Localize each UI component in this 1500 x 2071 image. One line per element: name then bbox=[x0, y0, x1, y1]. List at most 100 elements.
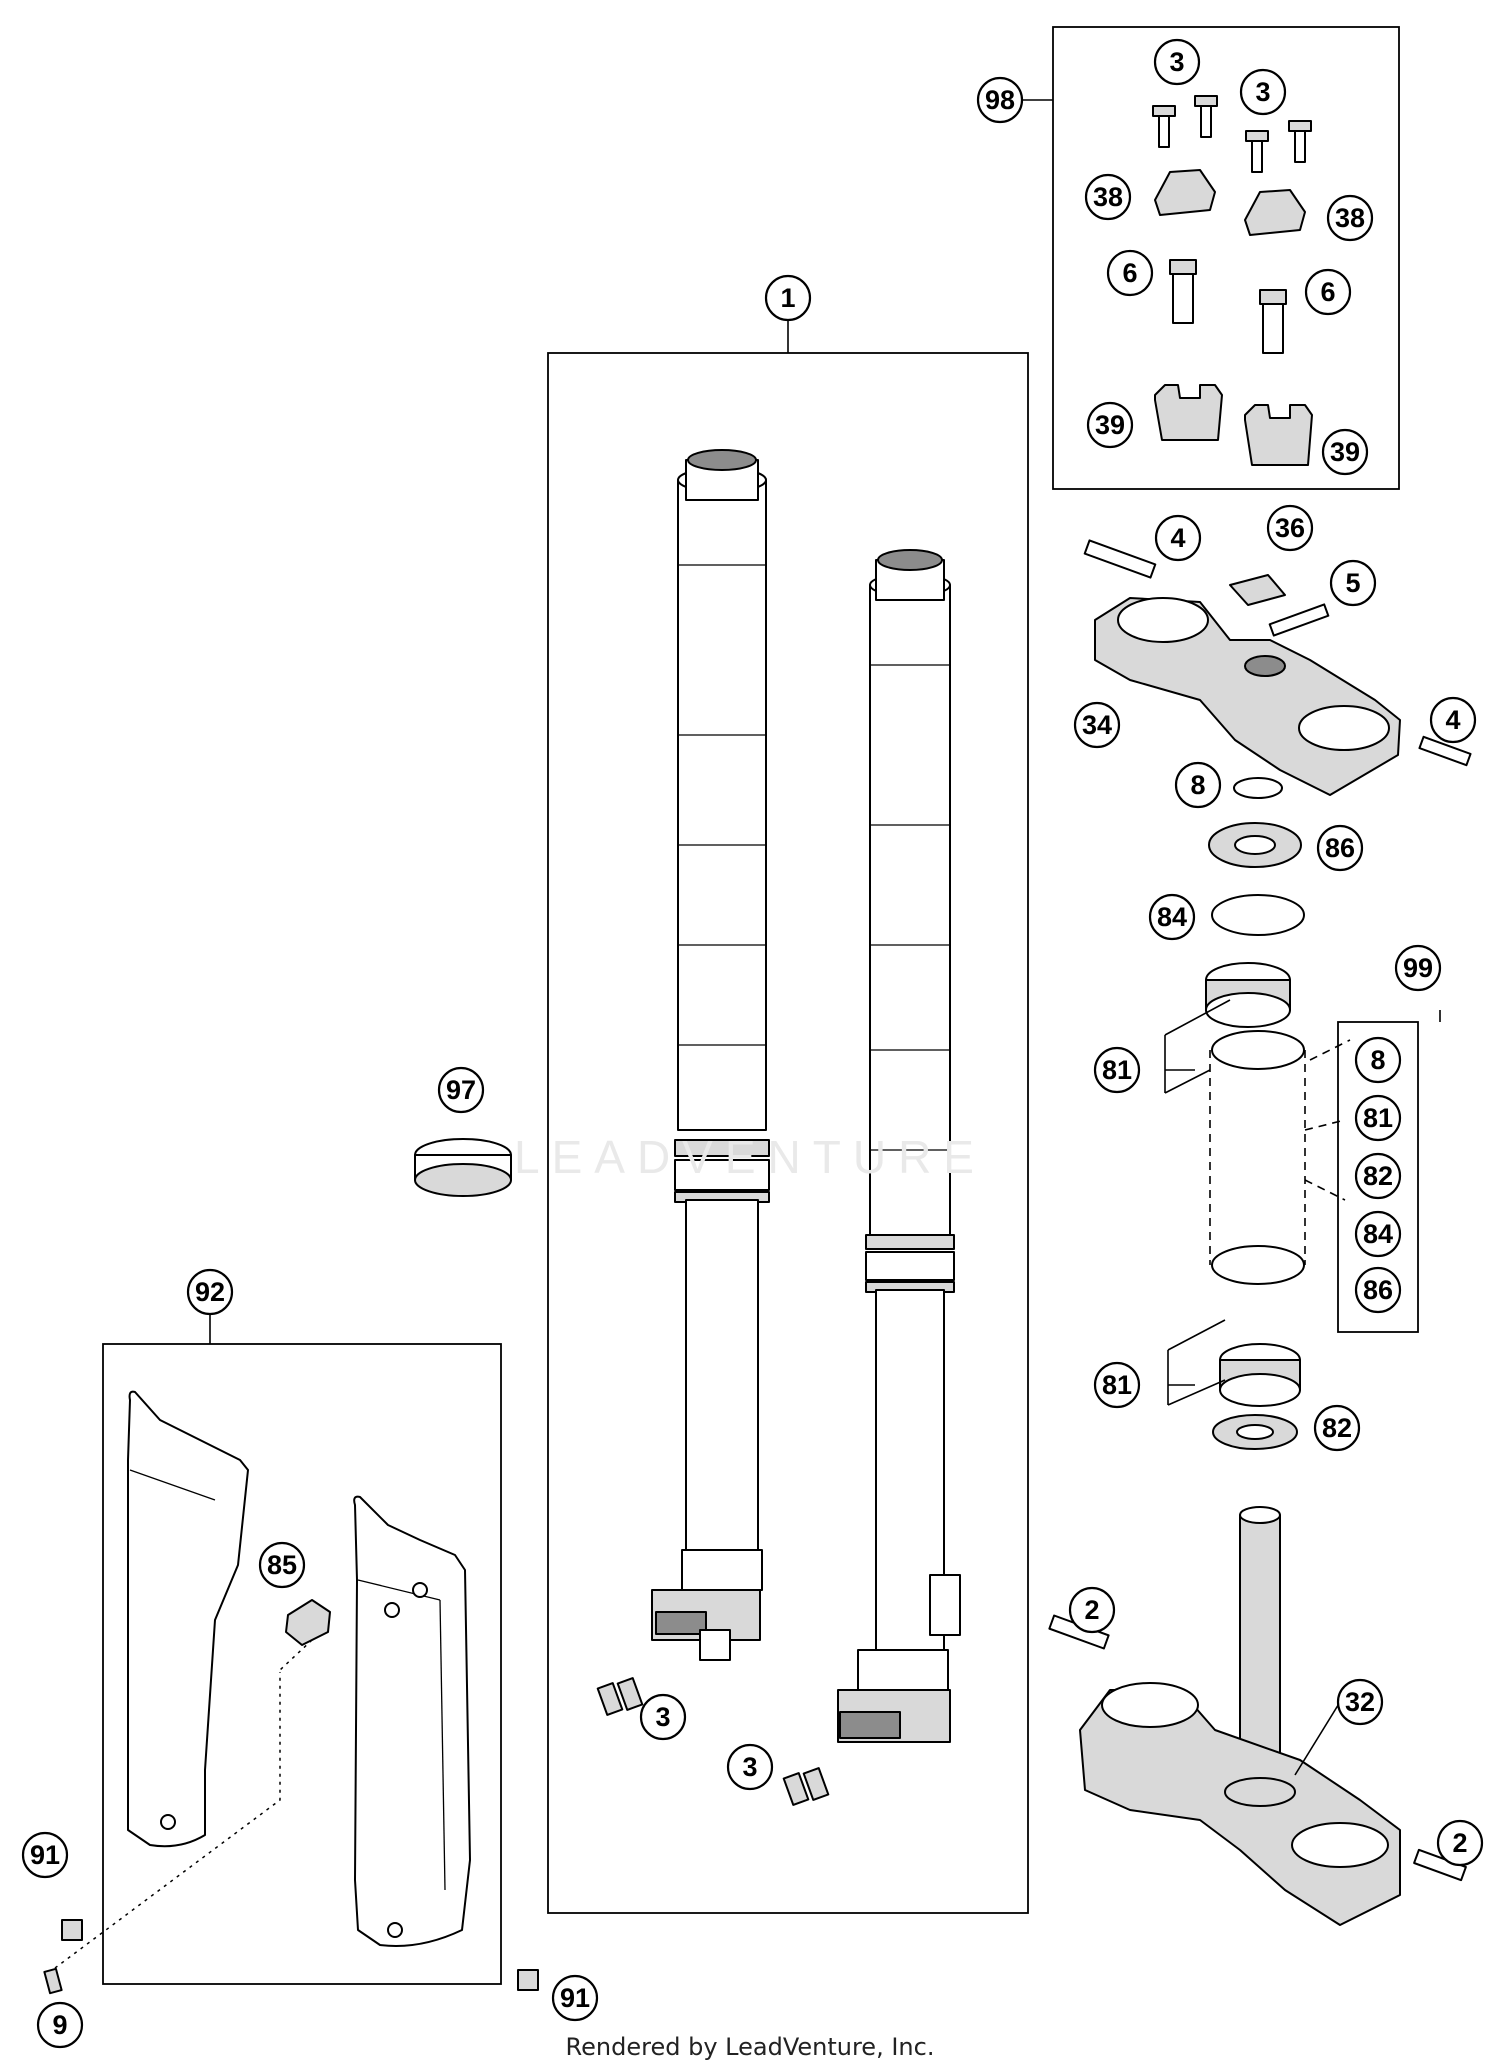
callout-kit-99-item-82: 82 bbox=[1354, 1152, 1402, 1200]
callout-label: 6 bbox=[1320, 277, 1335, 307]
callout-label: 86 bbox=[1325, 833, 1355, 863]
pin-part bbox=[43, 1967, 63, 1995]
callout-kit-99-item-8: 8 bbox=[1354, 1036, 1402, 1084]
callout-kit-98-screw-b: 3 bbox=[1239, 68, 1287, 116]
callout-label: 32 bbox=[1345, 1687, 1375, 1717]
callout-kit-99-item-84: 84 bbox=[1354, 1210, 1402, 1258]
callout-kit-98-clamp-b: 38 bbox=[1326, 194, 1374, 242]
pin-fitting-line bbox=[54, 1672, 281, 1969]
callout-label: 82 bbox=[1322, 1413, 1352, 1443]
callout-label: 4 bbox=[1445, 705, 1460, 735]
callout-label: 85 bbox=[267, 1550, 297, 1580]
seal-ring-part bbox=[1211, 894, 1305, 936]
callout-label: 39 bbox=[1095, 410, 1125, 440]
callout-screw-right: 91 bbox=[551, 1974, 599, 2022]
callout-steering-nut: 36 bbox=[1266, 504, 1314, 552]
callout-bearing-upper: 81 bbox=[1093, 1046, 1141, 1094]
callout-kit-98-bolt-b: 6 bbox=[1304, 268, 1352, 316]
callout-label: 82 bbox=[1363, 1161, 1393, 1191]
callout-label: 81 bbox=[1102, 1055, 1132, 1085]
callout-label: 34 bbox=[1082, 710, 1112, 740]
clip-part bbox=[285, 1599, 331, 1646]
callout-label: 98 bbox=[985, 85, 1015, 115]
leader-lines bbox=[209, 99, 1441, 1776]
left-fork-leg bbox=[651, 449, 770, 1661]
callout-kit-99-item-86: 86 bbox=[1354, 1266, 1402, 1314]
callout-kit-98: 98 bbox=[976, 76, 1024, 124]
callout-kit-98-screw-a: 3 bbox=[1153, 38, 1201, 86]
callout-top-triple-clamp: 34 bbox=[1073, 701, 1121, 749]
kit-98-parts bbox=[1152, 95, 1313, 466]
callout-kit-99: 99 bbox=[1394, 944, 1442, 992]
dust-seal-part bbox=[1208, 822, 1302, 868]
callout-bearing-lower: 81 bbox=[1093, 1361, 1141, 1409]
callout-label: 92 bbox=[195, 1277, 225, 1307]
callout-lower-seal: 82 bbox=[1313, 1404, 1361, 1452]
callout-kit-98-clamp-a: 38 bbox=[1084, 173, 1132, 221]
callout-dust-seal: 86 bbox=[1316, 824, 1364, 872]
callout-label: 81 bbox=[1102, 1370, 1132, 1400]
callout-label: 8 bbox=[1190, 770, 1205, 800]
callout-label: 91 bbox=[560, 1983, 590, 2013]
callout-label: 39 bbox=[1330, 437, 1360, 467]
bottom-triple-clamp bbox=[1048, 1506, 1467, 1926]
callout-top-clamp-bolt-left: 4 bbox=[1154, 514, 1202, 562]
fork-protector-left bbox=[127, 1390, 249, 1848]
callout-label: 4 bbox=[1170, 523, 1185, 553]
callout-label: 97 bbox=[446, 1075, 476, 1105]
callout-bottom-triple-clamp: 32 bbox=[1336, 1678, 1384, 1726]
fork-assembly-frame bbox=[547, 352, 1029, 1914]
callout-clip: 85 bbox=[258, 1541, 306, 1589]
screw-left-part bbox=[61, 1919, 83, 1941]
callout-label: 3 bbox=[1169, 47, 1184, 77]
callout-label: 81 bbox=[1363, 1103, 1393, 1133]
callout-kit-98-riser-b: 39 bbox=[1321, 428, 1369, 476]
kit-99-frame bbox=[1337, 1021, 1419, 1333]
fork-axle-screws bbox=[596, 1677, 830, 1806]
callout-label: 8 bbox=[1370, 1045, 1385, 1075]
callout-label: 1 bbox=[780, 283, 795, 313]
fork-protector-right bbox=[353, 1495, 471, 1947]
callout-fork-screws-left: 3 bbox=[639, 1693, 687, 1741]
callout-adjuster-ring: 97 bbox=[437, 1066, 485, 1114]
callout-label: 99 bbox=[1403, 953, 1433, 983]
fork-protector-frame bbox=[102, 1343, 502, 1985]
callout-top-center-bolt: 5 bbox=[1329, 559, 1377, 607]
callout-bottom-clamp-bolt-upper: 2 bbox=[1068, 1586, 1116, 1634]
callout-label: 3 bbox=[1255, 77, 1270, 107]
kit-98-frame bbox=[1052, 26, 1400, 490]
callout-o-ring: 8 bbox=[1174, 761, 1222, 809]
callout-top-clamp-bolt-right: 4 bbox=[1429, 696, 1477, 744]
upper-bearing-part bbox=[1205, 962, 1291, 1028]
callout-kit-98-bolt-a: 6 bbox=[1106, 249, 1154, 297]
callout-label: 2 bbox=[1452, 1828, 1467, 1858]
footer-credit: Rendered by LeadVenture, Inc. bbox=[565, 2033, 935, 2061]
right-fork-leg bbox=[837, 549, 961, 1743]
callout-label: 2 bbox=[1084, 1595, 1099, 1625]
steering-head-outline bbox=[1209, 1030, 1351, 1285]
callout-bottom-clamp-bolt-lower: 2 bbox=[1436, 1819, 1484, 1867]
adjuster-ring bbox=[414, 1138, 512, 1197]
callout-pin: 9 bbox=[36, 2001, 84, 2049]
callout-label: 38 bbox=[1093, 182, 1123, 212]
callout-label: 84 bbox=[1157, 902, 1187, 932]
lower-bearing-part bbox=[1219, 1343, 1301, 1407]
callout-label: 5 bbox=[1345, 568, 1360, 598]
callout-label: 38 bbox=[1335, 203, 1365, 233]
callout-screw-left: 91 bbox=[21, 1831, 69, 1879]
lower-seal-part bbox=[1212, 1414, 1298, 1450]
callout-label: 91 bbox=[30, 1840, 60, 1870]
screw-right-part bbox=[517, 1969, 539, 1991]
callout-kit-99-item-81: 81 bbox=[1354, 1094, 1402, 1142]
clip-fitting-line bbox=[279, 1639, 313, 1671]
callout-label: 84 bbox=[1363, 1219, 1393, 1249]
callout-label: 86 bbox=[1363, 1275, 1393, 1305]
callout-fork-screws-right: 3 bbox=[726, 1743, 774, 1791]
top-triple-clamp bbox=[1083, 539, 1472, 796]
callout-label: 3 bbox=[742, 1752, 757, 1782]
callout-kit-98-riser-a: 39 bbox=[1086, 401, 1134, 449]
callout-fork-assembly: 1 bbox=[764, 274, 812, 322]
o-ring-part bbox=[1233, 777, 1283, 799]
callout-label: 6 bbox=[1122, 258, 1137, 288]
